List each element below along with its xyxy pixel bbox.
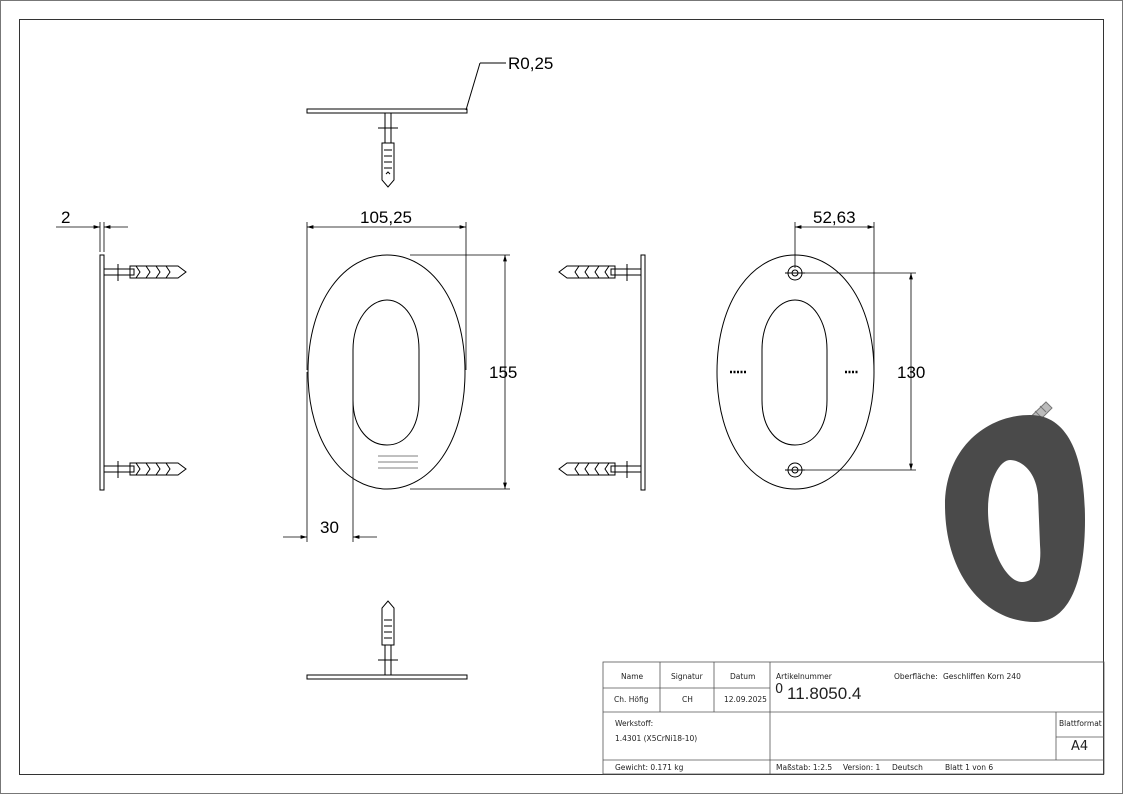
thickness-dimension-label: 2 — [61, 208, 71, 227]
hole-spacing-dimension-label: 130 — [897, 363, 926, 382]
drawing-frame — [19, 19, 1104, 775]
sheet-format-label: Blattformat — [1059, 719, 1102, 728]
sheet-info: Blatt 1 von 6 — [945, 763, 994, 772]
radius-note: R0,25 — [508, 54, 554, 73]
material-value: 1.4301 (X5CrNi18-10) — [615, 734, 698, 743]
date-label: Datum — [730, 672, 756, 681]
thickness-dimension — [56, 222, 128, 252]
front-view — [307, 254, 466, 490]
left-side-view — [99, 254, 187, 491]
signature-label: Signatur — [671, 672, 703, 681]
top-view — [306, 108, 468, 188]
weight-value: Gewicht: 0.171 kg — [615, 763, 684, 772]
back-dimensions — [794, 222, 916, 471]
version-value: Version: 1 — [843, 763, 881, 772]
half-width-dimension-label: 52,63 — [813, 208, 856, 227]
article-number-label: Artikelnummer — [776, 672, 832, 681]
radius-leader — [465, 62, 506, 111]
width-dimension-label: 105,25 — [360, 208, 412, 227]
name-label: Name — [621, 672, 644, 681]
isometric-render — [945, 401, 1085, 622]
surface-value: Geschliffen Korn 240 — [943, 672, 1021, 681]
date-value: 12.09.2025 — [724, 695, 767, 704]
surface-label: Oberfläche: — [894, 672, 938, 681]
language-value: Deutsch — [892, 763, 923, 772]
revision-index: 0 — [775, 682, 784, 697]
right-side-view — [558, 254, 646, 491]
material-label: Werkstoff: — [615, 719, 654, 728]
bottom-view — [306, 600, 468, 680]
article-number: 11.8050.4 — [787, 684, 862, 703]
sheet-format-value: A4 — [1071, 739, 1089, 754]
signature-value: CH — [682, 695, 693, 704]
offset-dimension-label: 30 — [320, 518, 339, 537]
height-dimension-label: 155 — [489, 363, 518, 382]
front-dimensions — [283, 222, 510, 542]
scale-value: Maßstab: 1:2.5 — [776, 763, 833, 772]
back-view — [716, 254, 875, 490]
name-value: Ch. Höfig — [614, 695, 649, 704]
title-block — [602, 661, 1105, 775]
